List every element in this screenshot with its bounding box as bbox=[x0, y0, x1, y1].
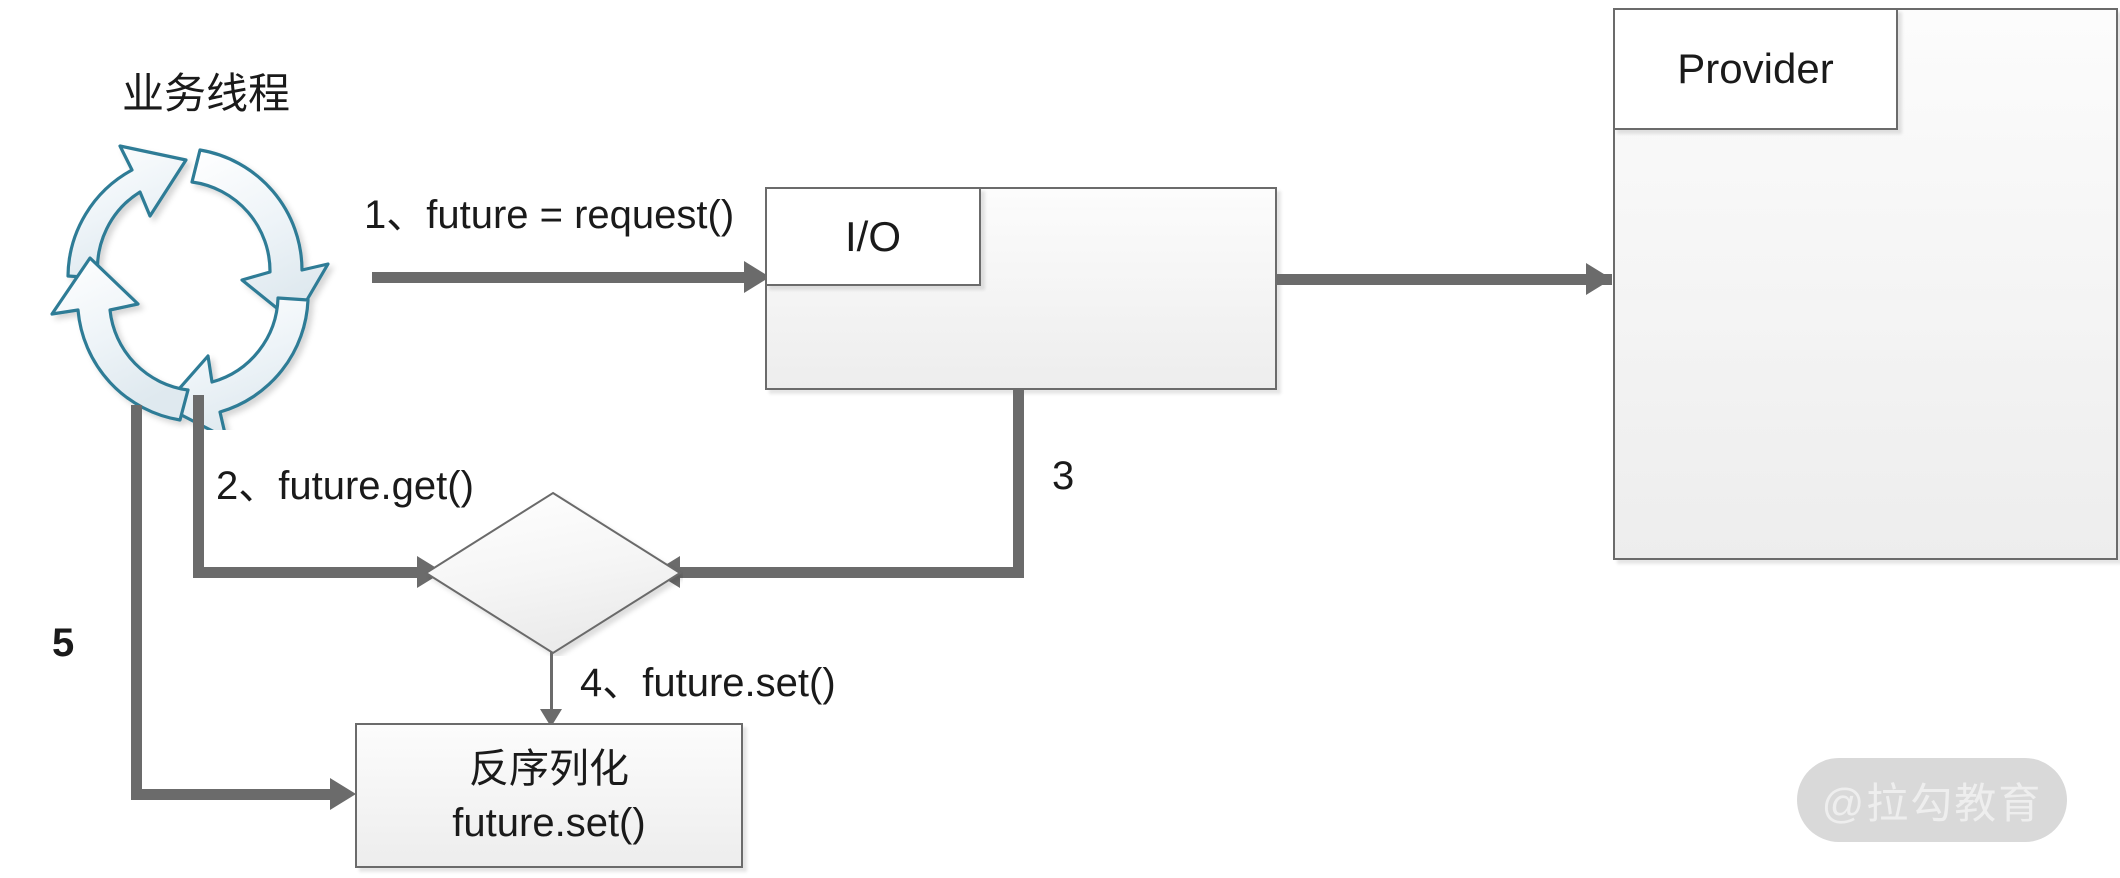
decision-diamond: ? bbox=[423, 490, 683, 776]
deserialize-box-text: 反序列化 future.set() bbox=[357, 725, 741, 866]
edge-step3-vertical bbox=[1013, 390, 1024, 578]
edge-label-step1: 1、future = request() bbox=[364, 193, 735, 237]
edge-label-step2: 2、future.get() bbox=[216, 464, 474, 508]
business-thread-cycle-icon bbox=[50, 144, 330, 430]
edge-step4-arrowhead bbox=[540, 709, 562, 727]
deserialize-line-1: 反序列化 bbox=[469, 746, 629, 791]
edge-io-to-provider-arrowhead bbox=[1586, 263, 1612, 295]
edge-label-step4: 4、future.set() bbox=[580, 661, 836, 705]
edge-step3-horizontal bbox=[680, 567, 1024, 578]
provider-tab-label: Provider bbox=[1677, 45, 1834, 92]
edge-label-step5: 5 bbox=[52, 621, 75, 665]
edge-step5-arrowhead bbox=[330, 778, 356, 810]
edge-step5-horizontal bbox=[131, 789, 337, 800]
business-thread-title: 业务线程 bbox=[122, 70, 291, 117]
watermark-badge: @拉勾教育 bbox=[1797, 758, 2067, 842]
edge-label-step3: 3 bbox=[1052, 454, 1075, 498]
provider-tab-box: Provider bbox=[1613, 8, 1898, 130]
edge-step4-line bbox=[550, 652, 553, 720]
watermark-text: @拉勾教育 bbox=[1821, 779, 2043, 827]
deserialize-box: 反序列化 future.set() bbox=[355, 723, 743, 868]
io-tab-label: I/O bbox=[844, 212, 901, 260]
deserialize-line-2: future.set() bbox=[452, 800, 646, 845]
io-tab-box: I/O bbox=[765, 187, 981, 286]
edge-step2-horizontal bbox=[193, 567, 425, 578]
edge-step5-vertical bbox=[131, 405, 142, 800]
edge-step2-vertical bbox=[193, 395, 204, 578]
edge-io-to-provider-line bbox=[1277, 274, 1612, 285]
edge-step1-line bbox=[372, 272, 752, 283]
